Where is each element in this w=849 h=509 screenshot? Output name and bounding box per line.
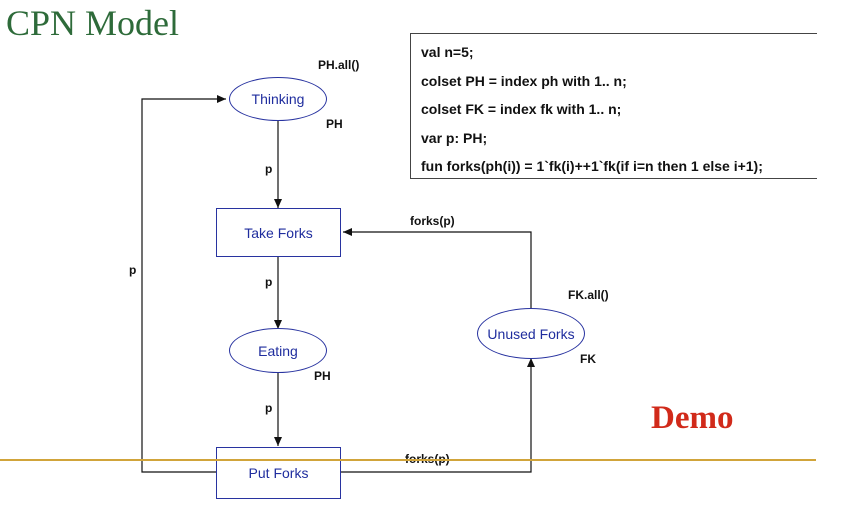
arc-put-forks-to-thinking — [141, 95, 226, 473]
transition-take-forks: Take Forks — [216, 208, 341, 257]
slide-divider — [0, 459, 816, 461]
unused-forks-initial-marking: FK.all() — [568, 288, 609, 302]
code-line: colset PH = index ph with 1.. n; — [421, 72, 627, 89]
arc-put-forks-to-unused-forks — [341, 358, 535, 473]
arc-inscription: p — [265, 275, 273, 289]
place-eating-label: Eating — [258, 342, 298, 359]
thinking-initial-marking: PH.all() — [318, 58, 360, 72]
thinking-colour-set: PH — [326, 117, 343, 131]
code-line: val n=5; — [421, 44, 474, 60]
arc-unused-forks-to-take-forks — [343, 228, 532, 310]
slide-title: CPN Model — [6, 3, 180, 43]
transition-put-forks-label: Put Forks — [248, 465, 309, 481]
declarations-box: val n=5; colset PH = index ph with 1.. n… — [410, 33, 817, 179]
unused-forks-colour-set: FK — [580, 352, 596, 366]
eating-colour-set: PH — [314, 369, 331, 383]
place-unused-forks: Unused Forks — [477, 308, 585, 359]
arc-inscription: p — [129, 263, 137, 277]
transition-put-forks: Put Forks — [216, 447, 341, 499]
arc-inscription: p — [265, 162, 273, 176]
code-line: fun forks(ph(i)) = 1`fk(i)++1`fk(if i=n … — [421, 158, 763, 174]
code-line: colset FK = index fk with 1.. n; — [421, 101, 622, 117]
demo-label: Demo — [651, 400, 734, 436]
arc-inscription: forks(p) — [410, 214, 455, 228]
code-line: var p: PH; — [421, 129, 488, 146]
place-thinking: Thinking — [229, 77, 327, 121]
place-eating: Eating — [229, 328, 327, 373]
place-thinking-label: Thinking — [251, 91, 305, 107]
transition-take-forks-label: Take Forks — [244, 224, 313, 241]
arc-inscription: p — [265, 401, 273, 415]
place-unused-forks-label: Unused Forks — [487, 325, 575, 342]
